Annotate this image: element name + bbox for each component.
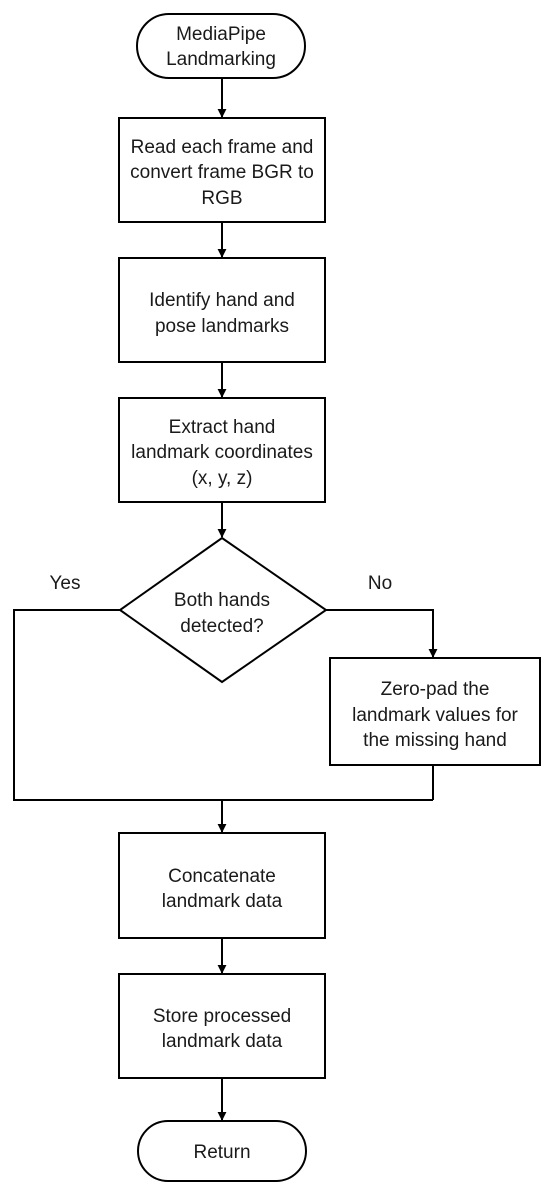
concat-line-2: landmark data [162,891,283,912]
connector-yes-branch [13,609,433,801]
extract-coordinates-process: Extract hand landmark coordinates (x, y,… [118,397,326,503]
start-label-line-2: Landmarking [166,49,276,70]
arrow-no-branch [326,609,438,658]
read-frame-line-3: RGB [201,188,242,209]
extract-line-1: Extract hand [169,417,276,438]
yes-edge-label: Yes [50,573,81,594]
extract-line-3: (x, y, z) [192,468,253,489]
concat-line-1: Concatenate [168,866,276,887]
store-data-process: Store processed landmark data [118,973,326,1079]
read-frame-line-2: convert frame BGR to [130,162,314,183]
start-terminal: MediaPipe Landmarking [136,13,306,79]
zero-pad-line-1: Zero-pad the [381,679,490,700]
concatenate-process: Concatenate landmark data [118,832,326,939]
decision-line-1: Both hands [174,590,270,611]
store-line-1: Store processed [153,1006,291,1027]
return-label: Return [193,1142,250,1163]
connectors [13,77,438,1121]
identify-line-2: pose landmarks [155,316,289,337]
zero-pad-line-3: the missing hand [363,730,507,751]
read-frame-process: Read each frame and convert frame BGR to… [118,117,326,223]
decision-line-2: detected? [180,616,263,637]
return-terminal: Return [137,1120,307,1182]
both-hands-decision: Both hands detected? [118,536,328,684]
no-edge-label: No [368,573,392,594]
zero-pad-line-2: landmark values for [352,705,518,726]
zero-pad-process: Zero-pad the landmark values for the mis… [329,657,541,766]
start-label-line-1: MediaPipe [176,24,266,45]
store-line-2: landmark data [162,1031,283,1052]
read-frame-line-1: Read each frame and [131,137,314,158]
identify-landmarks-process: Identify hand and pose landmarks [118,257,326,363]
identify-line-1: Identify hand and [149,290,295,311]
extract-line-2: landmark coordinates [131,442,313,463]
